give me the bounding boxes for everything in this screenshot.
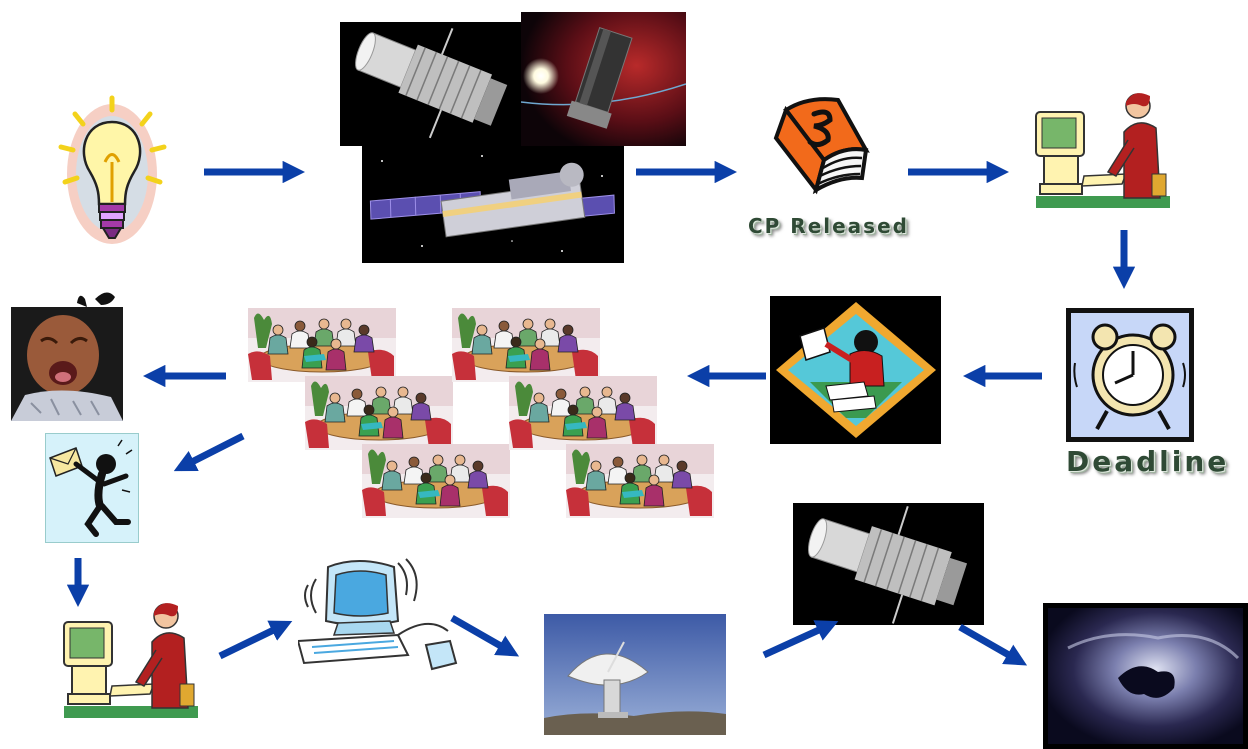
flow-arrow — [958, 623, 1028, 666]
call-for-proposals-book-icon — [768, 90, 884, 216]
hubble-telescope-image — [340, 22, 521, 146]
person-reviewing-documents-icon — [770, 296, 941, 444]
review-panel-meeting-image — [452, 308, 600, 382]
chandra-observatory-image — [362, 146, 624, 263]
alarm-clock-icon — [1066, 308, 1194, 442]
person-receiving-letter-icon — [45, 433, 139, 543]
spitzer-telescope-image — [521, 12, 686, 146]
review-panel-meeting-image — [305, 376, 453, 450]
review-panel-meeting-image — [566, 444, 714, 518]
review-panel-meeting-image — [362, 444, 510, 518]
crying-baby-image — [11, 285, 123, 421]
nebula-image — [1043, 603, 1248, 749]
computer-terminal-icon — [298, 555, 466, 675]
person-at-computer-icon — [58, 598, 208, 720]
deadline-label: Deadline — [1066, 445, 1230, 478]
radio-telescope-dish-image — [544, 614, 726, 735]
review-panel-meeting-image — [248, 308, 396, 382]
cp-released-label: CP Released — [748, 214, 909, 238]
flow-arrow — [173, 432, 245, 472]
person-at-computer-icon — [1030, 88, 1180, 210]
flow-arrow — [218, 620, 293, 660]
hubble-telescope-image-2 — [793, 503, 984, 625]
flow-arrow — [762, 620, 839, 659]
lightbulb-idea-icon — [55, 92, 170, 250]
review-panel-meeting-image — [509, 376, 657, 450]
